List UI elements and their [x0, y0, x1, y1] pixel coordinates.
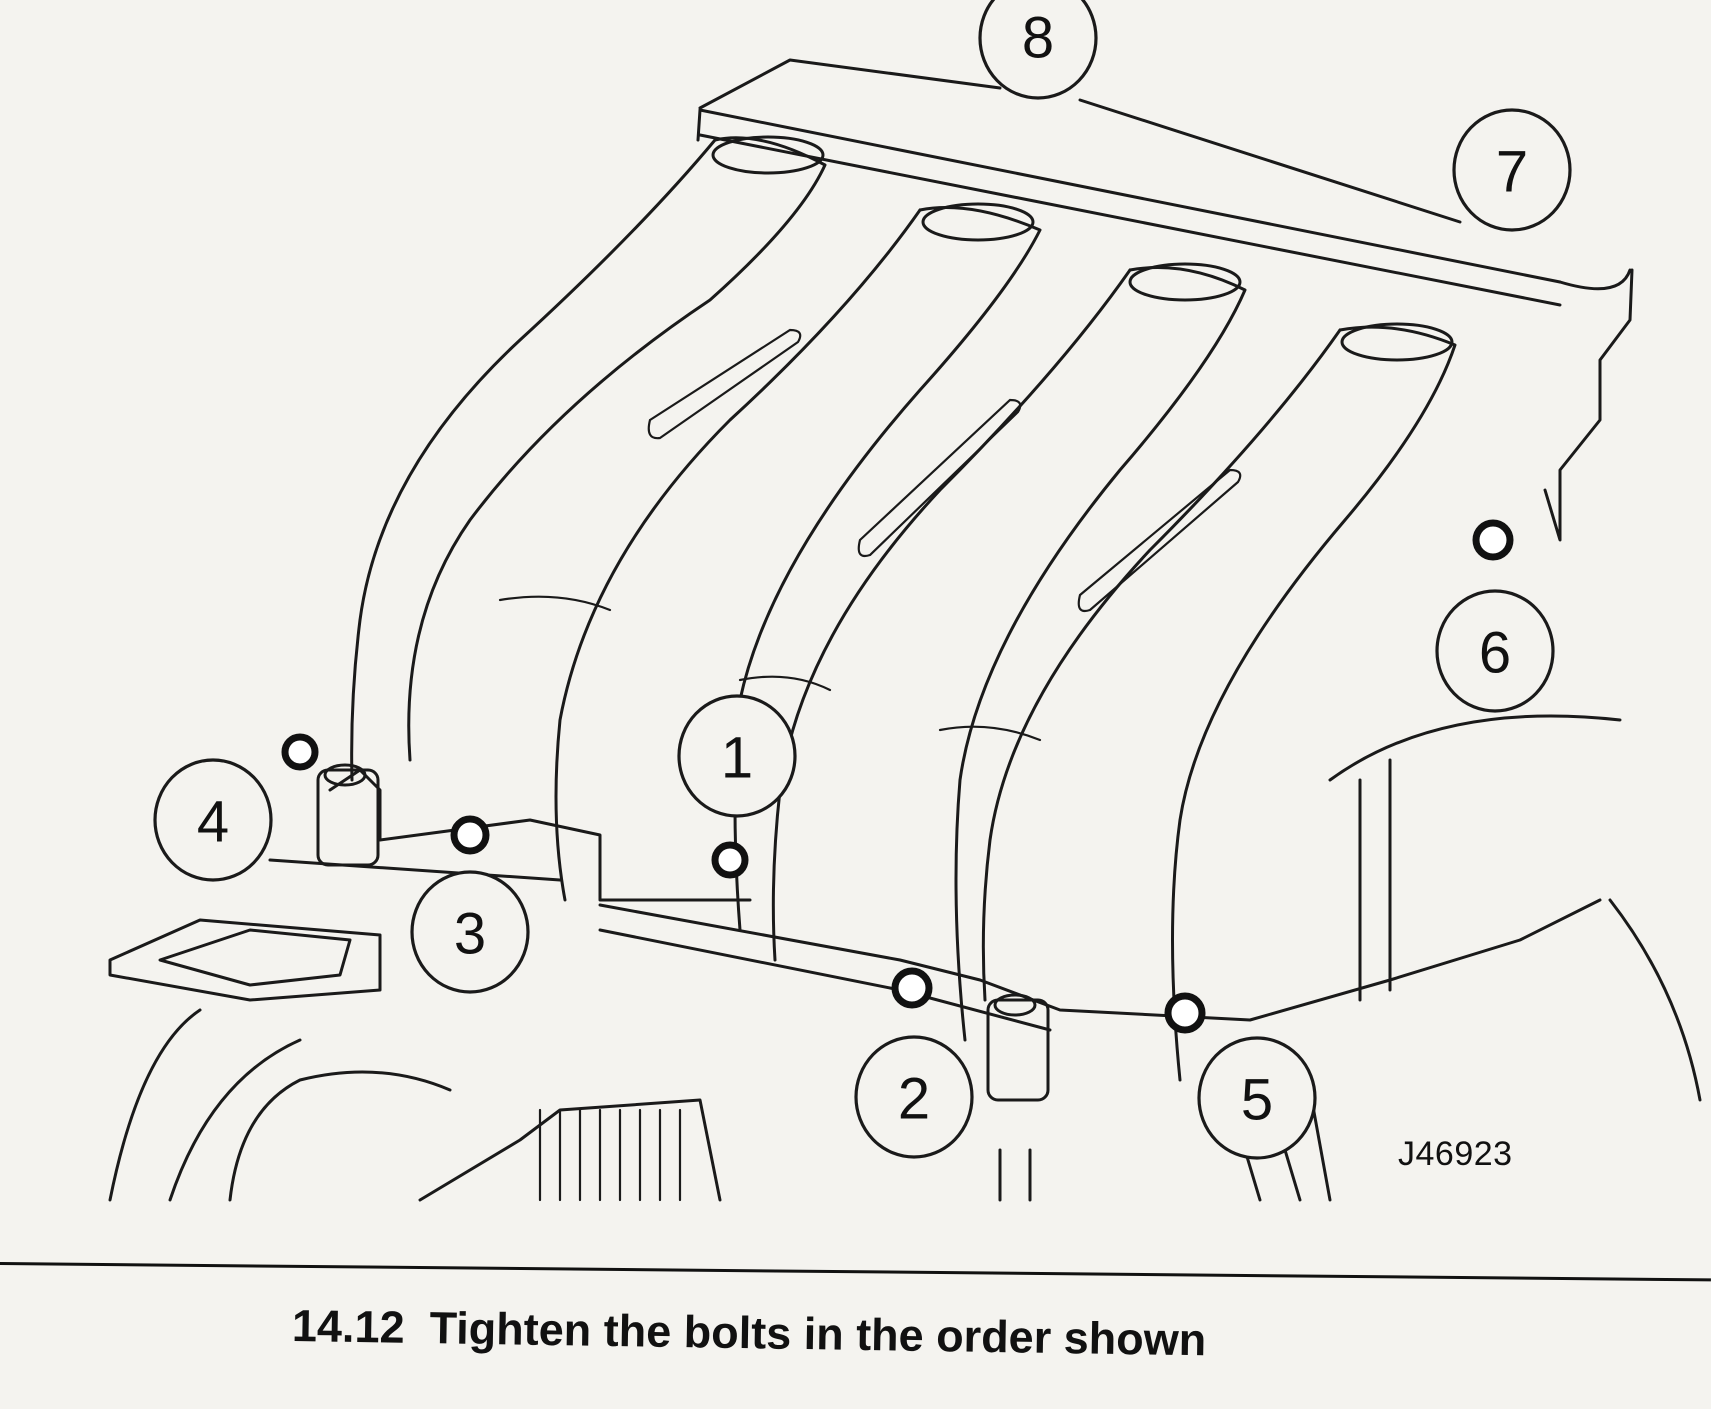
callout-label: 6 — [1479, 621, 1511, 686]
bolt-icon — [1164, 992, 1206, 1034]
callout-1: 1 — [677, 694, 797, 818]
callout-label: 2 — [898, 1067, 930, 1132]
callout-label: 3 — [454, 902, 486, 967]
callout-8: 8 — [978, 0, 1098, 100]
manifold-plenum — [696, 58, 1634, 542]
callout-label: 1 — [721, 726, 753, 791]
callout-label: 4 — [197, 790, 229, 855]
bolt-icon — [281, 733, 319, 771]
bolt-icon — [450, 815, 490, 855]
callout-5: 5 — [1197, 1036, 1317, 1160]
callout-3: 3 — [410, 870, 530, 994]
callout-7: 7 — [1452, 108, 1572, 232]
bolt-icon — [711, 841, 749, 879]
figure-reference-code: J46923 — [1398, 1135, 1513, 1173]
callout-2: 2 — [854, 1035, 974, 1159]
bolt-icon — [891, 967, 933, 1009]
callout-label: 5 — [1241, 1068, 1273, 1133]
stud-icon — [986, 998, 1050, 1102]
callout-6: 6 — [1435, 589, 1555, 713]
callout-label: 8 — [1022, 6, 1054, 71]
callout-4: 4 — [153, 758, 273, 882]
bolts — [281, 519, 1514, 1102]
callout-label: 7 — [1496, 140, 1528, 205]
bolt-icon — [1472, 519, 1514, 561]
stud-icon — [316, 768, 380, 867]
